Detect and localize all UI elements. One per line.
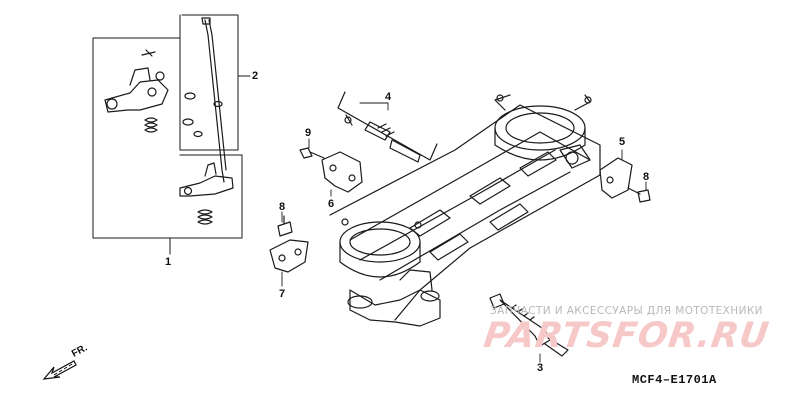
- callout-7: 7: [279, 288, 286, 300]
- callout-9: 9: [305, 127, 312, 139]
- front-direction-arrow-icon: [42, 360, 77, 380]
- callout-3: 3: [537, 362, 544, 374]
- upper-lever-plate: [104, 49, 169, 113]
- washers: [182, 92, 223, 138]
- throttle-sensor: [559, 144, 591, 169]
- callout-1: 1: [165, 256, 172, 268]
- bracket-7: [269, 239, 309, 273]
- callout-2: 2: [252, 70, 259, 82]
- throttle-body-frame: [329, 104, 601, 321]
- bracket-6: [321, 151, 363, 193]
- callout-4: 4: [385, 91, 392, 103]
- callout-8-right: 8: [643, 171, 650, 183]
- rear-throttle-bore: [494, 94, 592, 161]
- callout-8-left: 8: [279, 201, 286, 213]
- watermark-subtitle: ЗАПЧАСТИ И АКСЕССУАРЫ ДЛЯ МОТОТЕХНИКИ: [490, 305, 763, 317]
- leader-lines: [281, 102, 647, 363]
- lower-spring: [197, 209, 213, 225]
- bolt-9: [299, 147, 325, 159]
- watermark-logo: PARTSFOR.RU: [481, 316, 772, 356]
- callout-6: 6: [328, 198, 335, 210]
- link-rod: [201, 17, 227, 183]
- group-2-frame: [179, 14, 251, 151]
- adjust-screw-3: [489, 293, 569, 357]
- group-1-frame: [92, 37, 243, 255]
- bolt-8-right: [627, 187, 651, 203]
- upper-spring: [144, 117, 158, 133]
- callout-5: 5: [619, 136, 626, 148]
- lower-housing: [347, 269, 441, 327]
- idle-screw: [337, 91, 438, 163]
- diagram-code: MCF4–E1701A: [632, 373, 717, 387]
- front-throttle-bore: [339, 218, 422, 278]
- bolt-8-left: [277, 215, 293, 237]
- lower-lever: [179, 162, 234, 197]
- bracket-5: [599, 157, 633, 199]
